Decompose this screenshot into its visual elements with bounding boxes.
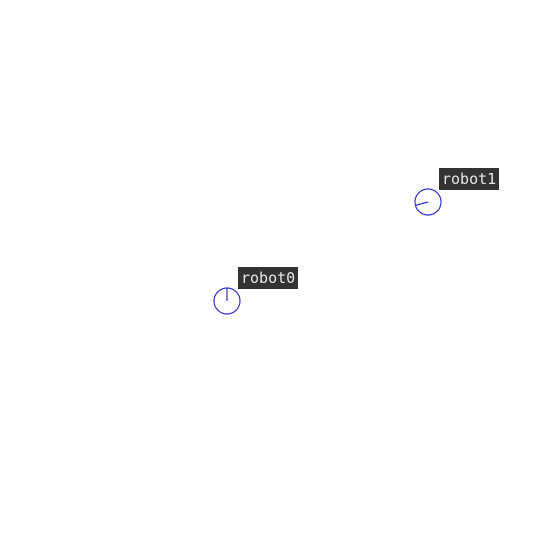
robot-body-icon <box>414 188 442 216</box>
robot-label: robot1 <box>439 168 500 190</box>
robot-label: robot0 <box>238 267 299 289</box>
robot-heading-indicator <box>415 201 429 206</box>
robot-body-icon <box>213 287 241 315</box>
robot-body-circle <box>414 188 442 216</box>
